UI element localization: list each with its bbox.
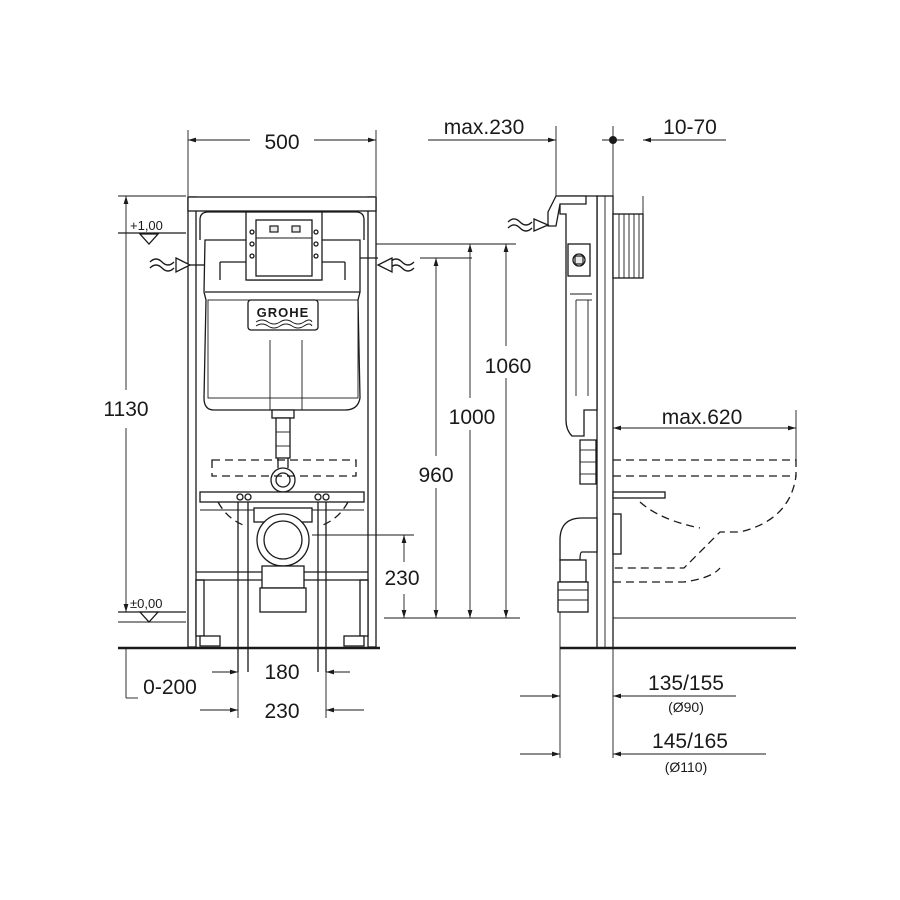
dim-230-width-label: 230 xyxy=(264,700,299,723)
water-inlet-left xyxy=(149,256,204,274)
dim-145-165-label: 145/165 xyxy=(652,730,728,753)
max-230-label: max.230 xyxy=(444,116,525,139)
flush-outlet xyxy=(270,467,296,493)
actuator-housing xyxy=(245,211,323,281)
wc-bolt xyxy=(612,491,666,499)
water-inlet-right xyxy=(360,256,415,274)
side-view: max.230 10-70 max.620 135/155 (Ø90) 145/… xyxy=(428,116,797,775)
flush-pipe xyxy=(275,417,291,459)
dim-145-165-sub-label: (Ø110) xyxy=(665,759,708,775)
wall-anchor xyxy=(612,213,644,279)
frame-right-foot xyxy=(359,579,369,637)
range-10-70-label: 10-70 xyxy=(663,116,717,139)
wc-mount-bar xyxy=(199,491,365,503)
wc-outline-front xyxy=(211,459,357,477)
drain-connector xyxy=(256,513,310,567)
frame-top-rail xyxy=(187,196,377,212)
front-view: GROHE xyxy=(103,130,531,723)
dim-135-155-sub-label: (Ø90) xyxy=(668,699,704,715)
side-drain-bend xyxy=(559,517,598,561)
dim-1060-label: 1060 xyxy=(485,355,532,378)
foot-plate-right xyxy=(343,635,365,647)
level-floor-marker: ±0,00 xyxy=(118,596,186,623)
dim-230-height-label: 230 xyxy=(384,567,419,590)
wc-outline-side xyxy=(613,459,797,569)
svg-text:±0,00: ±0,00 xyxy=(130,596,162,611)
brand-label: GROHE xyxy=(257,305,310,320)
frame-right-upright xyxy=(367,196,377,648)
dim-1000-label: 1000 xyxy=(449,406,496,429)
foot-plate-left xyxy=(199,635,221,647)
height-1130-label: 1130 xyxy=(103,398,148,421)
svg-text:+1,00: +1,00 xyxy=(130,218,163,233)
width-500-label: 500 xyxy=(264,131,299,154)
drain-outlet xyxy=(259,587,307,613)
dim-180-label: 180 xyxy=(264,661,299,684)
frame-left-foot xyxy=(195,579,205,637)
dim-135-155-label: 135/155 xyxy=(648,672,724,695)
level-top-marker: +1,00 xyxy=(118,218,186,245)
side-drain-outlet xyxy=(557,581,589,613)
dim-0-200-label: 0-200 xyxy=(143,676,197,699)
side-cistern xyxy=(559,195,598,437)
brand-plate xyxy=(247,299,319,331)
max-620-label: max.620 xyxy=(662,406,743,429)
dim-960-label: 960 xyxy=(418,464,453,487)
